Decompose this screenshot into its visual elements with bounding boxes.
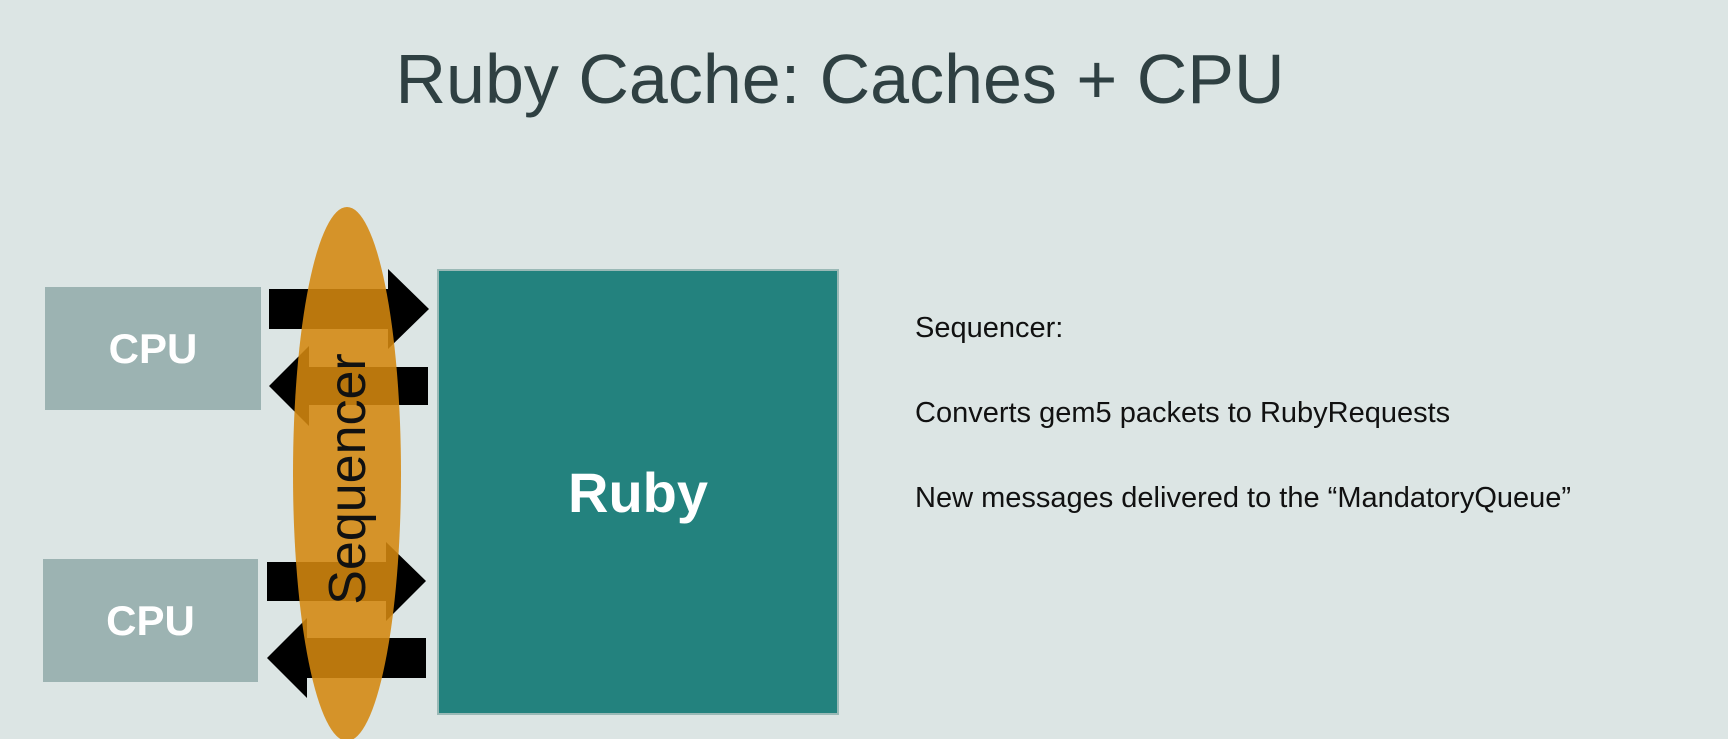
cpu-bottom-label: CPU bbox=[106, 596, 195, 644]
sequencer-label: Sequencer bbox=[319, 353, 377, 605]
notes-panel: Sequencer: Converts gem5 packets to Ruby… bbox=[915, 310, 1571, 565]
notes-line-2: New messages delivered to the “Mandatory… bbox=[915, 482, 1572, 514]
notes-line-1: Converts gem5 packets to RubyRequests bbox=[915, 397, 1451, 429]
notes-heading: Sequencer: bbox=[915, 312, 1064, 344]
cpu-top-label: CPU bbox=[108, 324, 198, 372]
sequencer-ellipse bbox=[293, 207, 401, 739]
cpu-bottom-box: CPU bbox=[43, 559, 258, 682]
ruby-label: Ruby bbox=[568, 460, 708, 524]
cpu-top-box: CPU bbox=[45, 287, 261, 410]
ruby-box: Ruby bbox=[437, 269, 839, 715]
slide-title: Ruby Cache: Caches + CPU bbox=[395, 40, 1285, 118]
